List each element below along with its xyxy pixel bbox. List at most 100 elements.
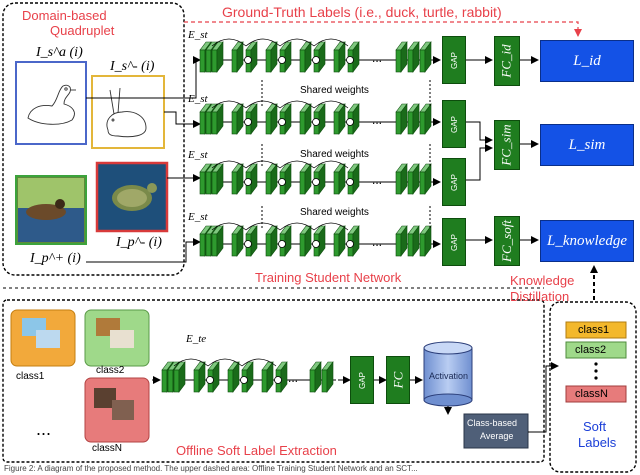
add-node xyxy=(346,118,354,126)
kd-label-1: Knowledge xyxy=(510,273,575,288)
resnet-block xyxy=(299,163,312,195)
resnet-block xyxy=(419,225,432,257)
soft-label-1-text: class1 xyxy=(578,324,610,336)
training-label: Training Student Network xyxy=(255,270,402,285)
class-avg-label-1: Class-based xyxy=(467,418,518,428)
resnet-block xyxy=(333,103,346,135)
gap-block-2: GAP xyxy=(442,100,466,148)
soft-labels-region xyxy=(549,301,637,473)
resnet-block xyxy=(419,103,432,135)
teacher-network: ... xyxy=(161,358,336,393)
quadruplet-region xyxy=(2,2,185,276)
class2-label: class2 xyxy=(96,365,125,376)
teacher-block xyxy=(227,361,240,393)
resnet-block xyxy=(395,163,408,195)
add-node xyxy=(278,178,286,186)
add-node xyxy=(244,56,252,64)
teacher-block xyxy=(321,361,334,393)
gap-block-4: GAP xyxy=(442,218,466,266)
class-average-box xyxy=(463,413,529,449)
layer-ellipsis: ... xyxy=(288,371,298,385)
offline-title: Offline Soft Label Extraction xyxy=(176,443,337,458)
resnet-block xyxy=(265,41,278,73)
layer-ellipsis: ... xyxy=(372,173,382,187)
loss-knowledge: L_knowledge xyxy=(540,220,634,262)
quadruplet-title-2: Quadruplet xyxy=(50,23,115,38)
teacher-block xyxy=(193,361,206,393)
resnet-block xyxy=(407,163,420,195)
add-node xyxy=(244,178,252,186)
soft-label-N-text: classN xyxy=(575,388,609,400)
offline-gap-block: GAP xyxy=(350,356,374,404)
gap-block-1: GAP xyxy=(442,36,466,84)
fc-sim-block: FC_sim xyxy=(494,120,520,170)
class1-label: class1 xyxy=(16,371,45,382)
soft-label-class2 xyxy=(565,341,627,359)
class-ellipsis: ... xyxy=(36,419,52,439)
soft-label-classN xyxy=(565,385,627,403)
resnet-block xyxy=(333,163,346,195)
resnet-block xyxy=(299,41,312,73)
offline-fc-block: FC xyxy=(386,356,410,404)
resnet-block xyxy=(265,225,278,257)
add-node xyxy=(240,376,248,384)
resnet-block xyxy=(395,41,408,73)
resnet-block xyxy=(419,41,432,73)
duck-sketch xyxy=(27,84,76,125)
figure-caption: Figure 2: A diagram of the proposed meth… xyxy=(4,464,418,473)
resnet-block xyxy=(333,41,346,73)
resnet-block xyxy=(395,103,408,135)
layer-ellipsis: ... xyxy=(372,235,382,249)
activation-cylinder xyxy=(423,341,473,407)
resnet-block xyxy=(333,225,346,257)
resnet-block xyxy=(231,103,244,135)
soft-labels-title-1: Soft xyxy=(583,419,607,434)
resnet-block xyxy=(407,225,420,257)
neg-s-label: I_s^- (i) xyxy=(110,59,155,74)
resnet-block xyxy=(265,103,278,135)
add-node xyxy=(278,118,286,126)
resnet-block xyxy=(299,225,312,257)
est-label-3: E_st xyxy=(188,149,208,161)
classN-label: classN xyxy=(92,443,123,454)
layer-ellipsis: ... xyxy=(372,51,382,65)
activation-label: Activation xyxy=(429,371,469,381)
teacher-block xyxy=(309,361,322,393)
layer-ellipsis: ... xyxy=(372,113,382,127)
resnet-block xyxy=(419,163,432,195)
add-node xyxy=(346,56,354,64)
resnet-block xyxy=(231,41,244,73)
class-avg-label-2: Average xyxy=(480,431,514,441)
resnet-block xyxy=(395,225,408,257)
add-node xyxy=(346,240,354,248)
resnet-block xyxy=(231,225,244,257)
anchor-label: I_s^a (i) xyxy=(36,45,83,60)
loss-id: L_id xyxy=(540,40,634,82)
add-node xyxy=(274,376,282,384)
est-label-1: E_st xyxy=(188,29,208,41)
offline-region xyxy=(2,299,545,463)
resnet-block xyxy=(299,103,312,135)
student-branches: ............ xyxy=(199,38,441,257)
resnet-block xyxy=(265,163,278,195)
add-node xyxy=(346,178,354,186)
fc-id-block: FC_id xyxy=(494,36,520,86)
add-node xyxy=(244,118,252,126)
shared-weights-3: Shared weights xyxy=(300,207,369,218)
add-node xyxy=(244,240,252,248)
est-label-4: E_st xyxy=(188,211,208,223)
add-node xyxy=(312,178,320,186)
est-label-2: E_st xyxy=(188,93,208,105)
te-label: E_te xyxy=(186,333,207,345)
quadruplet-title-1: Domain-based xyxy=(22,8,107,23)
resnet-block xyxy=(407,41,420,73)
neg-p-label: I_p^- (i) xyxy=(116,235,162,250)
gap-block-3: GAP xyxy=(442,158,466,206)
soft-label-class1 xyxy=(565,321,627,339)
resnet-block xyxy=(407,103,420,135)
add-node xyxy=(278,56,286,64)
ground-truth-label: Ground-Truth Labels (i.e., duck, turtle,… xyxy=(222,4,502,20)
shared-weights-2: Shared weights xyxy=(300,149,369,160)
fc-soft-block: FC_soft xyxy=(494,216,520,266)
